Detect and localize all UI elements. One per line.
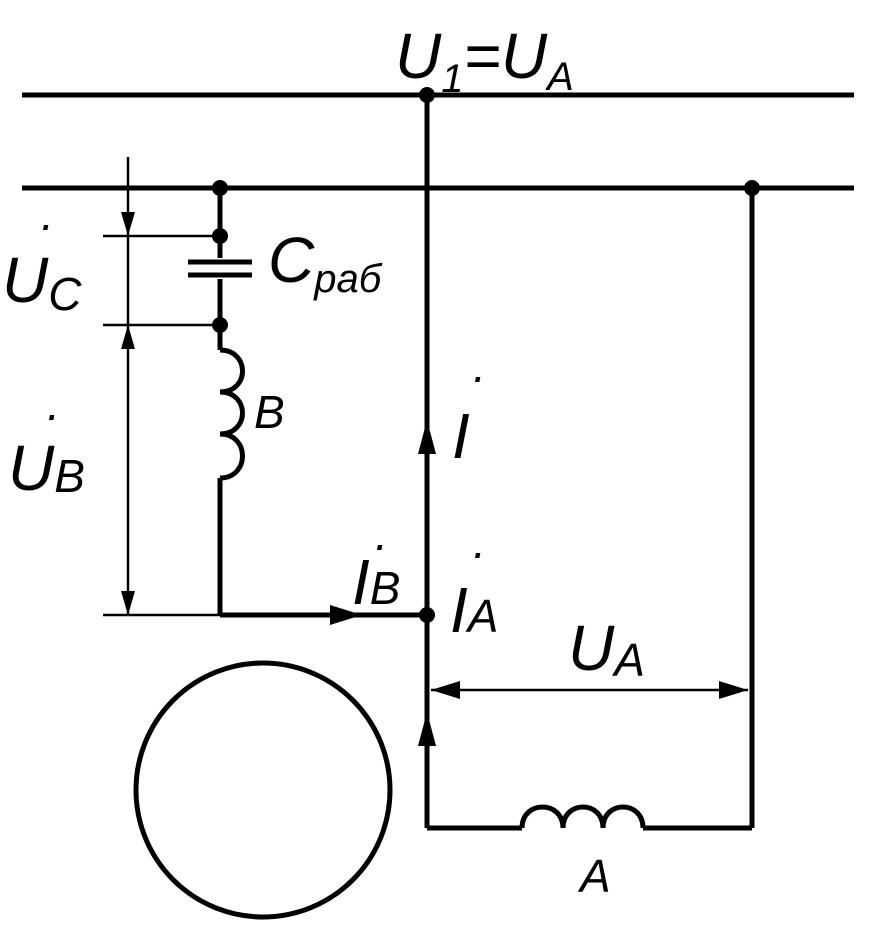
- svg-text:·: ·: [470, 526, 485, 578]
- winding-a-voltage-label: UA: [568, 612, 645, 686]
- motor-rotor: [133, 660, 393, 920]
- svg-text:UC: UC: [2, 244, 82, 320]
- voltage-a-dimension: [431, 681, 748, 699]
- winding-b-coil: [219, 347, 245, 481]
- capacitor-voltage-label: · UC: [2, 198, 82, 320]
- total-current-label: · I: [452, 350, 485, 472]
- current-b-label: · IB: [352, 518, 400, 618]
- svg-text:·: ·: [372, 518, 387, 570]
- svg-text:IB: IB: [352, 546, 400, 618]
- junction-dot: [212, 228, 228, 244]
- svg-text:·: ·: [38, 198, 53, 250]
- current-a-label: · IA: [450, 526, 498, 646]
- total-current-arrow: [418, 420, 436, 454]
- svg-text:I: I: [452, 400, 470, 472]
- svg-text:·: ·: [470, 350, 485, 402]
- svg-text:IA: IA: [450, 574, 498, 646]
- voltage-dimension-left: [103, 157, 220, 617]
- junction-dot: [744, 180, 760, 196]
- capacitor-symbol: [188, 259, 252, 278]
- current-a-arrow: [418, 712, 436, 746]
- winding-a-coil: [519, 804, 646, 829]
- winding-b-label: B: [254, 386, 285, 438]
- svg-text:·: ·: [44, 388, 59, 440]
- supply-voltage-label: U1=UA: [395, 20, 574, 101]
- junction-dot: [212, 317, 228, 333]
- junction-dot: [212, 180, 228, 196]
- current-b-arrow: [330, 605, 362, 625]
- junction-dot: [419, 87, 435, 103]
- junction-dot: [419, 607, 435, 623]
- capacitor-label: Cраб: [268, 224, 383, 301]
- svg-text:UB: UB: [8, 432, 85, 504]
- winding-a-label: A: [577, 850, 611, 902]
- winding-b-voltage-label: · UB: [8, 388, 85, 504]
